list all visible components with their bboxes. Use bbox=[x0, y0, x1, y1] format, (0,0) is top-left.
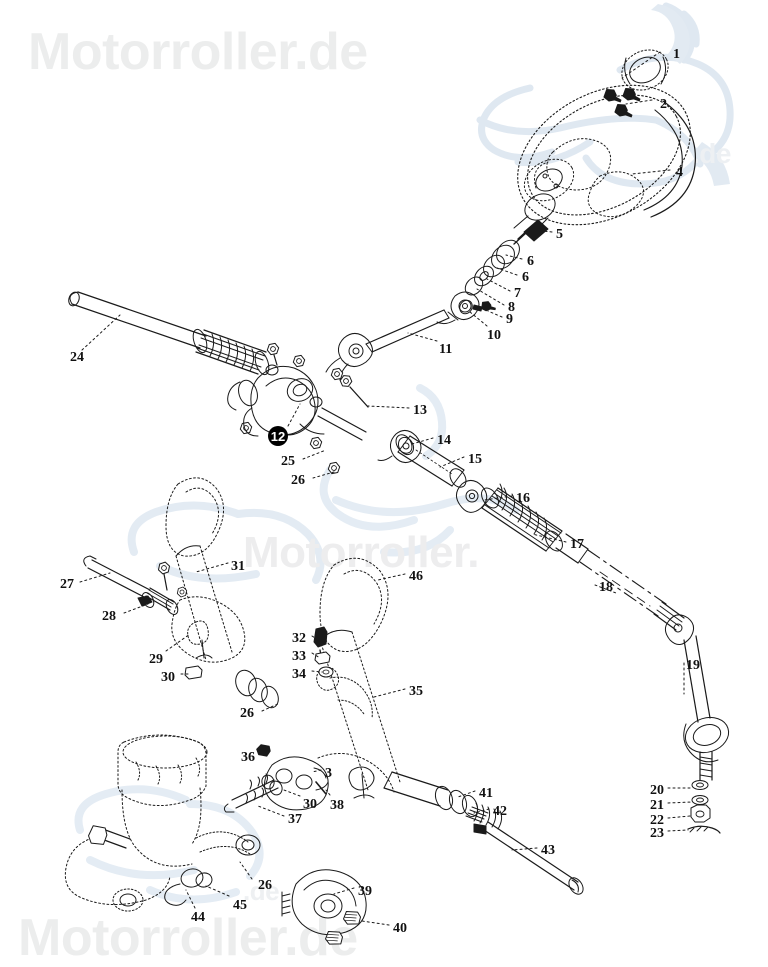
callout-15[interactable]: 15 bbox=[468, 452, 482, 467]
callout-28[interactable]: 28 bbox=[102, 609, 116, 624]
callout-44[interactable]: 44 bbox=[191, 910, 205, 925]
callout-9[interactable]: 9 bbox=[506, 312, 513, 327]
callout-26b[interactable]: 26 bbox=[240, 706, 254, 721]
steering-gearbox-art bbox=[227, 341, 369, 476]
master-cylinder-assembly bbox=[64, 734, 261, 912]
callout-35[interactable]: 35 bbox=[409, 684, 423, 699]
callout-6a[interactable]: 6 bbox=[527, 254, 534, 269]
callout-1[interactable]: 1 bbox=[673, 47, 680, 62]
callout-31[interactable]: 31 bbox=[231, 559, 245, 574]
accelerator-pedal-assembly bbox=[313, 557, 401, 799]
intermediate-shaft-15 bbox=[395, 434, 467, 488]
housing-39-40 bbox=[281, 869, 367, 945]
joint-16-art bbox=[456, 480, 488, 513]
coupler-14-art bbox=[377, 430, 422, 463]
callout-11[interactable]: 11 bbox=[439, 342, 453, 357]
callout-20[interactable]: 20 bbox=[650, 783, 664, 798]
callout-32[interactable]: 32 bbox=[292, 631, 306, 646]
steering-wheel-art bbox=[513, 84, 696, 231]
callout-42[interactable]: 42 bbox=[493, 804, 507, 819]
callout-30a[interactable]: 30 bbox=[161, 670, 175, 685]
callout-25[interactable]: 25 bbox=[281, 454, 295, 469]
leader-lines bbox=[79, 51, 693, 926]
callout-26c[interactable]: 26 bbox=[258, 878, 272, 893]
callout-45[interactable]: 45 bbox=[233, 898, 247, 913]
callout-18[interactable]: 18 bbox=[599, 580, 613, 595]
callout-12[interactable]: 12 bbox=[268, 426, 288, 446]
callout-5[interactable]: 5 bbox=[556, 227, 563, 242]
callout-41[interactable]: 41 bbox=[479, 786, 493, 801]
callout-3a[interactable]: 3 bbox=[325, 766, 332, 781]
callout-7[interactable]: 7 bbox=[514, 286, 521, 301]
column-hardware-stack bbox=[459, 219, 549, 315]
callout-36[interactable]: 36 bbox=[241, 750, 255, 765]
callout-43[interactable]: 43 bbox=[541, 843, 555, 858]
tie-rod-end-19 bbox=[653, 601, 730, 781]
callout-2[interactable]: 2 bbox=[660, 97, 667, 112]
brake-pedal-assembly bbox=[83, 477, 279, 709]
callout-26a[interactable]: 26 bbox=[291, 473, 305, 488]
tierod-hardware-20-23 bbox=[687, 780, 721, 834]
callout-40[interactable]: 40 bbox=[393, 921, 407, 936]
callout-6b[interactable]: 6 bbox=[522, 270, 529, 285]
callout-21[interactable]: 21 bbox=[650, 798, 664, 813]
left-tie-rod-24 bbox=[68, 291, 270, 376]
callout-27[interactable]: 27 bbox=[60, 577, 74, 592]
callout-34[interactable]: 34 bbox=[292, 667, 306, 682]
callout-19[interactable]: 19 bbox=[686, 658, 700, 673]
callout-38[interactable]: 38 bbox=[330, 798, 344, 813]
callout-39[interactable]: 39 bbox=[358, 884, 372, 899]
cylinder-hardware-group bbox=[223, 744, 329, 813]
callout-30b[interactable]: 30 bbox=[303, 797, 317, 812]
callout-24[interactable]: 24 bbox=[70, 350, 84, 365]
upper-steering-shaft bbox=[325, 291, 480, 381]
horn-cap-art bbox=[621, 49, 669, 91]
pedal-cross-shaft bbox=[383, 771, 584, 895]
callout-46[interactable]: 46 bbox=[409, 569, 423, 584]
bellows-boot-17 bbox=[481, 483, 589, 564]
callout-16[interactable]: 16 bbox=[516, 491, 530, 506]
callout-17[interactable]: 17 bbox=[570, 537, 584, 552]
callout-14[interactable]: 14 bbox=[437, 433, 451, 448]
callout-29[interactable]: 29 bbox=[149, 652, 163, 667]
callout-13[interactable]: 13 bbox=[413, 403, 427, 418]
callout-22[interactable]: 22 bbox=[650, 813, 664, 828]
callout-10[interactable]: 10 bbox=[487, 328, 501, 343]
callout-23[interactable]: 23 bbox=[650, 826, 664, 841]
callout-33[interactable]: 33 bbox=[292, 649, 306, 664]
callout-37[interactable]: 37 bbox=[288, 812, 302, 827]
lower-shaft-18 bbox=[579, 549, 667, 617]
horn-screws-art bbox=[602, 86, 643, 121]
callout-4[interactable]: 4 bbox=[676, 165, 683, 180]
callout-8[interactable]: 8 bbox=[508, 300, 515, 315]
